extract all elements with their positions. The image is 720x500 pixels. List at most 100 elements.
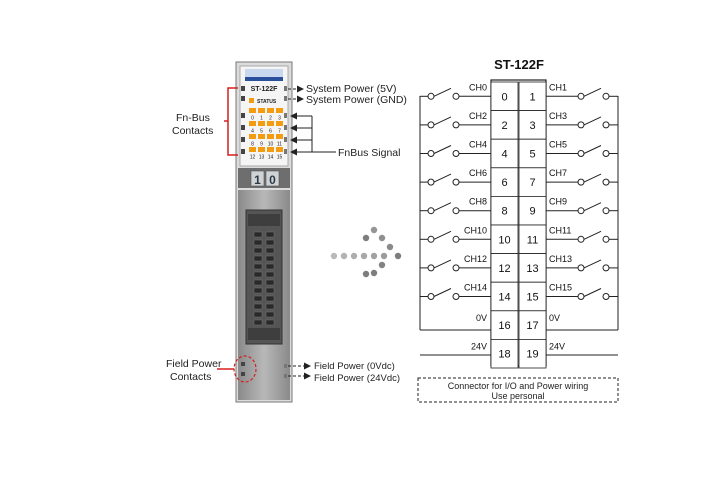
channel-led xyxy=(249,147,256,152)
terminal-number: 17 xyxy=(526,320,538,332)
field-power-contacts-label: Field Power xyxy=(166,358,222,370)
channel-led xyxy=(276,108,283,113)
channel-led xyxy=(276,134,283,139)
switch-contact xyxy=(577,92,585,100)
terminal-number: 4 xyxy=(501,149,507,161)
switch-contact xyxy=(577,178,585,186)
channel-label: CH5 xyxy=(549,140,567,150)
terminal-cell xyxy=(490,253,519,283)
switch-blade xyxy=(583,230,602,240)
switch-blade xyxy=(583,202,602,212)
terminal-number: 18 xyxy=(498,349,510,361)
connector-pin xyxy=(253,239,263,246)
switch-contact xyxy=(427,178,435,186)
connector-caption: Use personal xyxy=(491,391,544,401)
channel-label: CH14 xyxy=(464,283,487,293)
channel-led-number: 0 xyxy=(251,116,254,122)
switch-contact xyxy=(602,121,610,129)
channel-led xyxy=(267,147,274,152)
connector-pin xyxy=(265,287,275,294)
channel-led-number: 2 xyxy=(269,116,272,122)
fn-bus-contact xyxy=(241,125,245,130)
fnbus-signal-contact xyxy=(284,137,287,142)
terminal-number: 10 xyxy=(498,234,510,246)
terminal-number: 14 xyxy=(498,292,510,304)
channel-led xyxy=(267,121,274,126)
terminal-number: 9 xyxy=(529,206,535,218)
dotted-arrow-dot xyxy=(378,261,386,269)
terminal-number: 0 xyxy=(501,91,507,103)
connector-pin xyxy=(265,311,275,318)
channel-led-number: 1 xyxy=(260,116,263,122)
switch-contact xyxy=(452,264,460,272)
connector-pin xyxy=(265,295,275,302)
channel-label: 24V xyxy=(549,342,565,352)
switch-contact xyxy=(602,207,610,215)
switch-contact xyxy=(427,235,435,243)
dotted-arrow-icon xyxy=(330,226,402,278)
switch-blade xyxy=(583,288,602,297)
switch-blade xyxy=(433,145,452,154)
terminal-cell xyxy=(490,81,519,112)
connector-pin xyxy=(265,239,275,246)
channel-led-number: 7 xyxy=(278,129,281,135)
channel-led xyxy=(276,147,283,152)
system-power-gnd-label: System Power (GND) xyxy=(306,94,407,106)
switch-blade xyxy=(433,202,452,212)
switch-blade xyxy=(433,87,452,97)
system-power-5v-label: System Power (5V) xyxy=(306,83,396,95)
fn-bus-contact xyxy=(241,149,245,154)
switch-contact xyxy=(452,150,460,157)
terminal-cell xyxy=(490,224,519,255)
channel-led-number: 8 xyxy=(251,142,254,148)
switch-contact xyxy=(427,207,435,215)
field-power-contact xyxy=(241,362,245,366)
connector-pin xyxy=(253,311,263,318)
field-power-contact xyxy=(241,372,245,376)
terminal-number: 12 xyxy=(498,263,510,275)
system-power-contact xyxy=(284,86,287,91)
connector-pin xyxy=(265,247,275,254)
terminal-cell xyxy=(518,195,547,226)
terminal-cell xyxy=(518,110,547,140)
fnbus-signal-label: FnBus Signal xyxy=(338,147,400,159)
connector-caption: Connector for I/O and Power wiring xyxy=(448,381,589,391)
terminal-number: 16 xyxy=(498,320,510,332)
connector-pin xyxy=(253,287,263,294)
switch-blade xyxy=(583,87,602,97)
connector-pin-array xyxy=(253,231,275,326)
field-power-contacts-label: Contacts xyxy=(170,371,211,383)
fn-bus-contacts-label: Fn-Bus xyxy=(176,112,210,124)
channel-led-number: 4 xyxy=(251,129,254,135)
channel-label: 0V xyxy=(549,313,560,323)
terminal-number: 7 xyxy=(529,177,535,189)
switch-blade xyxy=(433,116,452,126)
field-power-0v-label: Field Power (0Vdc) xyxy=(314,361,395,372)
channel-led xyxy=(249,108,256,113)
channel-label: CH6 xyxy=(469,168,487,178)
connector-pin xyxy=(265,303,275,310)
terminal-cell xyxy=(518,81,547,112)
dotted-arrow-dot xyxy=(350,252,358,260)
channel-led xyxy=(267,134,274,139)
terminal-number: 13 xyxy=(526,263,538,275)
switch-contact xyxy=(577,207,585,215)
status-led xyxy=(249,98,254,103)
connector-pin xyxy=(265,319,275,326)
connector-pin xyxy=(253,319,263,326)
dotted-arrow-dot xyxy=(360,252,368,260)
switch-contact xyxy=(452,121,460,129)
fn-bus-contacts-label: Contacts xyxy=(172,125,213,137)
dotted-arrow-dot xyxy=(370,269,378,277)
terminal-number: 11 xyxy=(527,234,538,246)
connector-pin xyxy=(253,279,263,286)
dotted-arrow-dot xyxy=(394,252,402,260)
switch-contact xyxy=(427,150,435,157)
channel-led xyxy=(267,108,274,113)
channel-label: CH1 xyxy=(549,82,567,92)
fnbus-signal-contact xyxy=(284,149,287,154)
